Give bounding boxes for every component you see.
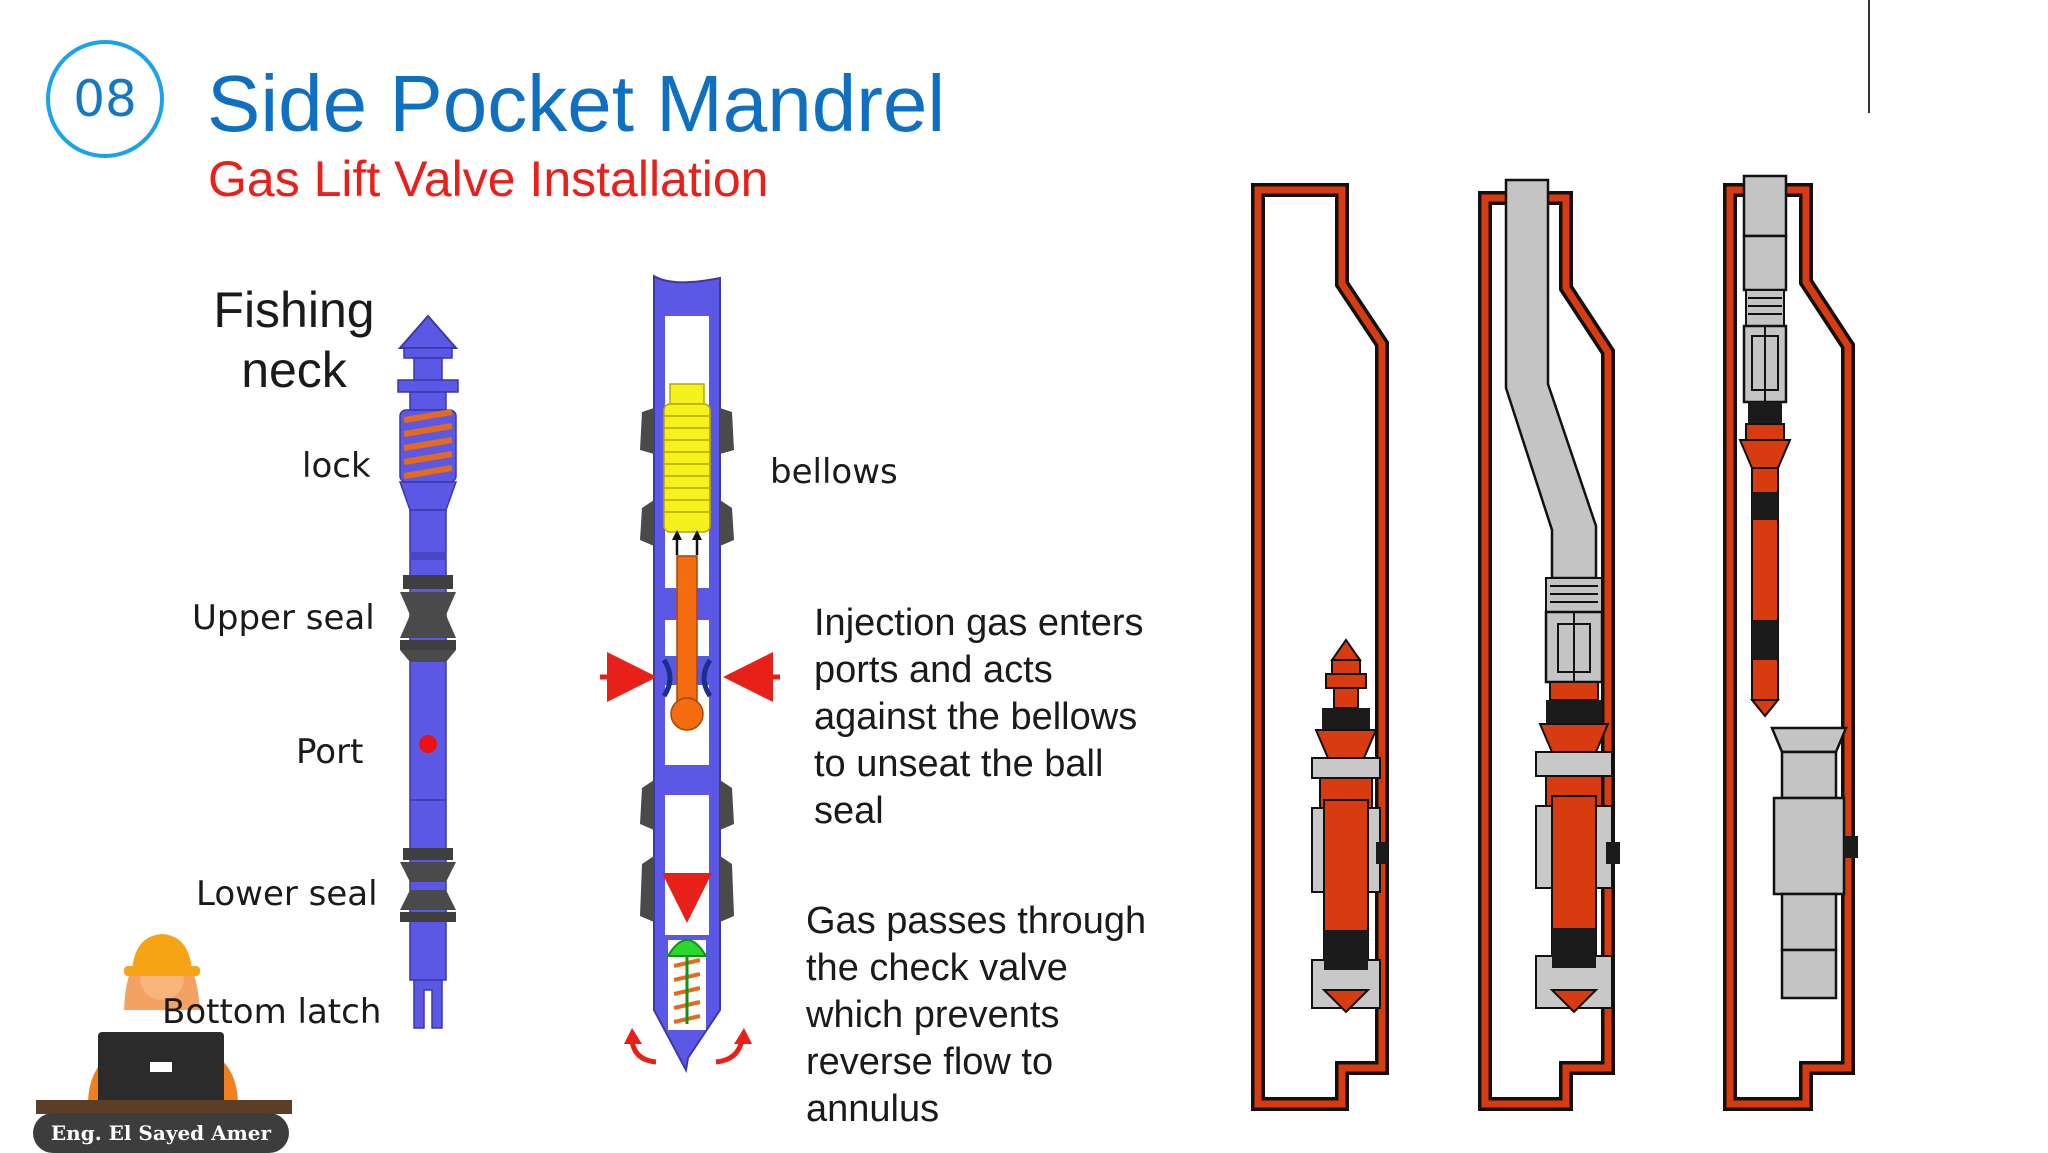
gas-lift-valve-cross-section: [600, 274, 780, 1074]
empty-pocket-sleeve-3: [1770, 726, 1858, 1000]
label-upper-seal: Upper seal: [192, 598, 375, 638]
bottom-latch: [413, 979, 443, 1029]
gas-lift-valve-external-view: [397, 314, 459, 1029]
valve-in-pocket-1: [1311, 638, 1388, 1014]
mandrel-stage-1: [1251, 183, 1389, 1111]
divider-line: [1868, 0, 1870, 113]
bellows: [663, 383, 711, 533]
valve-stem: [676, 555, 698, 707]
label-bottom-latch: Bottom latch: [162, 992, 382, 1032]
lower-seal-rings: [400, 848, 456, 922]
mandrel-stage-2: [1478, 178, 1620, 1111]
kickover-tool-2: [1504, 178, 1620, 1014]
upper-seal-rings: [400, 575, 456, 662]
page-subtitle: Gas Lift Valve Installation: [208, 151, 769, 207]
fishing-neck: [397, 314, 459, 349]
slide-number-badge: 08: [46, 40, 164, 158]
label-port: Port: [296, 732, 364, 772]
check-valve-dome: [666, 939, 708, 957]
author-badge: Eng. El Sayed Amer: [33, 1113, 289, 1153]
retrieved-valve-3: [1738, 174, 1792, 718]
ball-seal: [670, 697, 704, 731]
label-fishing-neck: Fishing neck: [213, 282, 375, 398]
label-bellows: bellows: [770, 452, 898, 492]
page-title: Side Pocket Mandrel: [207, 59, 946, 148]
port-hole: [419, 735, 437, 753]
label-lower-seal: Lower seal: [196, 874, 378, 914]
engineer-with-laptop-icon: [36, 934, 292, 1114]
label-lock: lock: [302, 446, 371, 486]
injection-gas-description: Injection gas enters ports and acts agai…: [814, 602, 1144, 832]
mandrel-stage-3: [1723, 174, 1858, 1111]
lock-spring: [403, 409, 453, 479]
check-valve-description: Gas passes through the check valve which…: [806, 900, 1147, 1130]
